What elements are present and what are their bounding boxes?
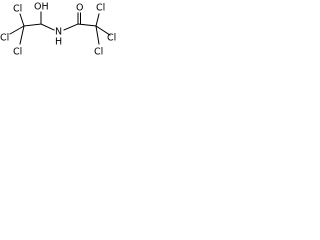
- bond-ccl3-cl-bottom: [19, 25, 25, 45]
- bond-ccl3-cl-left: [9, 25, 25, 35]
- atom-cl-6: Cl: [94, 47, 103, 58]
- atom-cl-2: Cl: [0, 33, 9, 44]
- atom-cl-4: Cl: [96, 3, 105, 14]
- bond-ccl3-cl-top: [19, 13, 25, 27]
- bond-carbonyl-ccl3: [77, 23, 97, 27]
- atom-cl-1: Cl: [13, 4, 22, 15]
- atom-labels: Cl Cl Cl OH N H O Cl Cl Cl: [0, 2, 116, 58]
- atom-h: H: [55, 37, 62, 48]
- bond-ccl3-choh: [23, 23, 42, 27]
- chemical-structure: Cl Cl Cl OH N H O Cl Cl Cl: [0, 2, 116, 58]
- bond-n-carbonyl: [63, 23, 79, 31]
- atom-n: N: [55, 27, 62, 38]
- bonds: [9, 11, 111, 45]
- bond-choh-n: [40, 23, 55, 31]
- bond-ccl3b-cl-bottom: [95, 25, 100, 45]
- bond-ccl3b-cl-right: [95, 25, 111, 36]
- atom-cl-5: Cl: [107, 33, 116, 44]
- bond-ccl3b-cl-top: [95, 13, 100, 27]
- atom-cl-3: Cl: [13, 47, 22, 58]
- atom-o: O: [76, 3, 83, 14]
- atom-oh: OH: [34, 2, 49, 13]
